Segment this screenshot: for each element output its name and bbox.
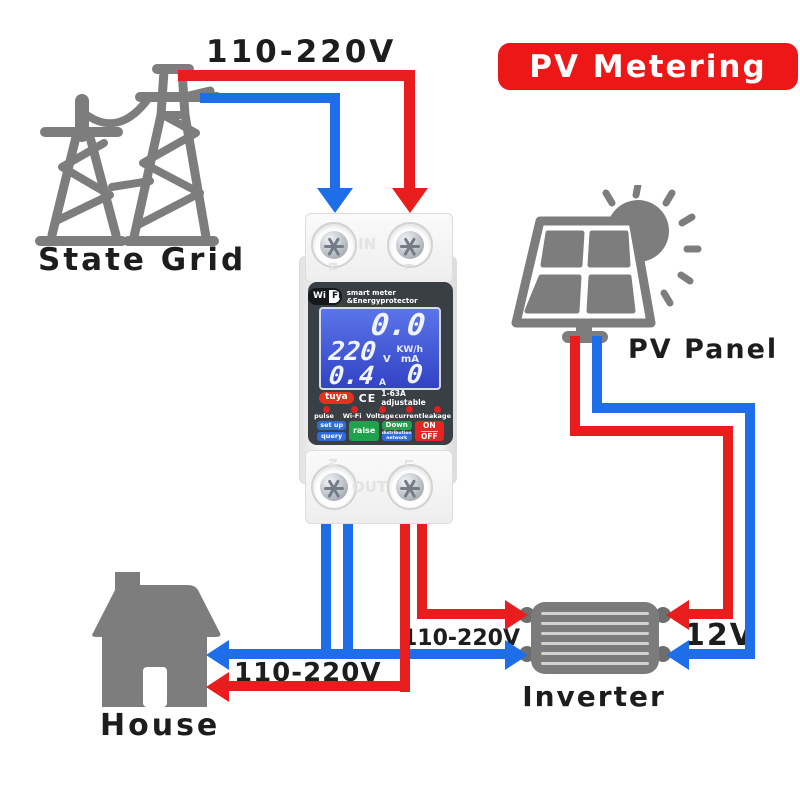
out-live-wire-house-h: [226, 681, 410, 691]
inverter-dc-positive-arrow: [666, 600, 689, 630]
screw-terminal: [311, 464, 357, 510]
lcd-energy-unit: KW/h: [396, 345, 423, 355]
grid-neutral-wire-h: [200, 93, 340, 103]
led: [378, 406, 386, 413]
terminal-n-top: N: [326, 261, 340, 272]
terminal-l-top: L: [402, 262, 416, 271]
out-live-wire-inverter-h: [417, 609, 507, 619]
indicator-labels: pulse Wi-Fi Voltage current leakage: [314, 412, 451, 420]
pv-negative-wire-inv: [688, 649, 755, 659]
setup-query-button: set up query: [317, 421, 347, 441]
terminal-l-bottom: L: [402, 458, 416, 467]
terminal-n-bottom: N: [326, 457, 340, 468]
out-live-wire-house-v: [400, 520, 410, 692]
pv-negative-wire-v1: [592, 336, 602, 413]
terminal-in-label: IN: [358, 235, 377, 253]
lcd-current-value: 0.4: [327, 361, 376, 390]
neutral-in-arrow: [317, 188, 353, 213]
pv-positive-wire-inv: [688, 609, 733, 619]
meter-title: smart meter &Energyprotector: [346, 288, 418, 305]
terminal-out-label: OUT: [352, 478, 388, 496]
wifi-logo: Wi Fi: [308, 288, 342, 305]
lcd-energy-value: 0.0: [369, 308, 427, 343]
led: [434, 406, 441, 413]
led: [323, 406, 330, 413]
house-neutral-arrow: [206, 640, 229, 670]
grid-live-wire-v: [404, 70, 415, 189]
inverter-live-arrow: [505, 600, 528, 630]
tuya-logo: tuya: [319, 392, 354, 404]
house-live-arrow: [206, 672, 229, 702]
house-icon: [92, 572, 221, 707]
out-live-wire-inverter-v: [417, 520, 427, 619]
inverter-label: Inverter: [522, 680, 666, 713]
ce-mark: CE: [358, 391, 377, 405]
pv-negative-wire-h: [592, 403, 755, 413]
grid-live-wire-h: [178, 70, 415, 81]
on-off-button: ON OFF: [414, 421, 444, 441]
transmission-tower-icon: [35, 64, 220, 246]
house-voltage-label: 110-220V: [234, 658, 382, 688]
lcd-display: 0.0 KW/h 220 V mA 0.4 A 0: [319, 307, 441, 390]
screw-terminal: [311, 222, 357, 268]
pv-panel-icon: [511, 185, 702, 343]
lcd-leakage-unit: mA: [400, 354, 419, 365]
pv-positive-wire-h: [570, 426, 733, 436]
house-inverter-neutral-wire: [226, 649, 508, 659]
grid-voltage-label: 110-220V: [206, 34, 397, 70]
out-neutral-wire-2: [343, 520, 353, 659]
current-rating: 1-63A adjustable: [381, 389, 426, 407]
state-grid-label: State Grid: [38, 242, 247, 278]
house-label: House: [100, 708, 221, 743]
banner-text: PV Metering: [529, 48, 767, 85]
grid-neutral-wire-v: [330, 93, 340, 189]
raise-button: raise: [349, 421, 379, 441]
pv-metering-banner: PV Metering: [498, 43, 798, 90]
inverter-neutral-arrow: [505, 640, 528, 670]
out-neutral-wire-1: [321, 520, 331, 659]
pv-negative-wire-v2: [745, 403, 755, 659]
inverter-ac-voltage-label: 110-220V: [402, 626, 521, 651]
down-network-button: Down distribution network: [381, 421, 412, 441]
led: [406, 406, 414, 413]
lcd-current-unit: A: [379, 378, 386, 388]
screw-terminal: [387, 464, 433, 510]
meter-buttons: set up query raise Down distribution net…: [317, 421, 444, 441]
lcd-voltage-unit: V: [383, 354, 391, 365]
inverter-dc-negative-arrow: [666, 640, 689, 670]
certification-row: tuya CE 1-63A adjustable: [319, 389, 445, 407]
inverter-icon: [531, 602, 659, 674]
led: [350, 406, 358, 413]
meter-header: Wi Fi smart meter &Energyprotector: [308, 288, 453, 305]
screw-terminal: [387, 222, 433, 268]
inverter-dc-voltage-label: 12V: [684, 618, 755, 653]
pv-panel-label: PV Panel: [628, 334, 779, 365]
live-in-arrow: [392, 188, 428, 213]
lcd-leakage-value: 0: [405, 360, 425, 390]
pv-positive-wire-v2: [723, 426, 733, 619]
meter-front-panel: Wi Fi smart meter &Energyprotector 0.0 K…: [308, 282, 453, 445]
indicator-leds: [323, 406, 441, 413]
pv-positive-wire-v1: [570, 336, 580, 436]
